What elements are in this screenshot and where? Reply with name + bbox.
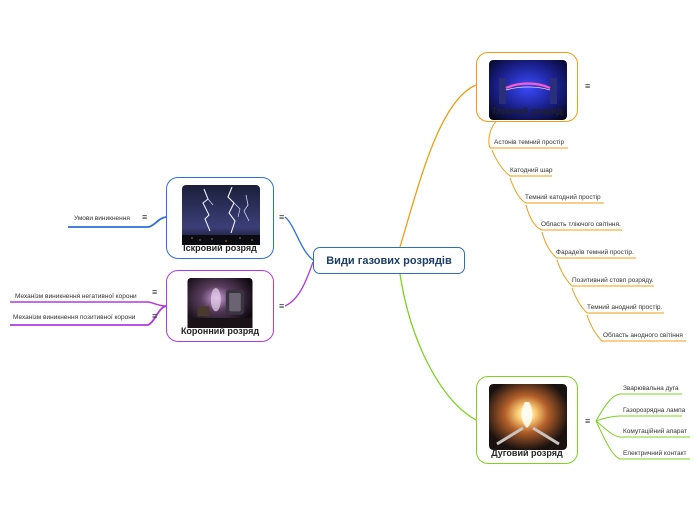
glow-item-2[interactable]: Катодний шар: [510, 167, 553, 174]
corona-discharge-image: [187, 278, 253, 328]
glow-item-6[interactable]: Позитивний стовп розряду.: [572, 277, 654, 284]
glow-item-1[interactable]: Астонів темний простір: [494, 139, 565, 146]
corona-item-1[interactable]: Механізм виникнення негативної корони: [15, 293, 137, 300]
spark-item-1[interactable]: Умови виникнення: [74, 215, 130, 222]
topic-spark-discharge-label: Іскровий розряд: [183, 243, 257, 253]
arc-item-3[interactable]: Комутаційний апарат: [623, 428, 687, 435]
topic-glow-discharge-label: Тліючий розряд: [491, 106, 563, 116]
glow-notes-icon[interactable]: ≡: [585, 81, 591, 91]
topic-spark-discharge[interactable]: Іскровий розряд: [166, 177, 274, 259]
arc-discharge-image: [489, 384, 567, 450]
arc-notes-icon[interactable]: ≡: [585, 416, 591, 426]
arc-item-4[interactable]: Електричний контакт: [623, 450, 687, 457]
spark-item-1-notes-icon[interactable]: ≡: [142, 212, 148, 222]
topic-corona-discharge[interactable]: Коронний розряд: [166, 270, 274, 342]
spark-notes-icon[interactable]: ≡: [279, 212, 285, 222]
glow-item-8[interactable]: Область анодного світіння: [603, 332, 683, 339]
central-topic-label: Види газових розрядів: [326, 254, 452, 267]
topic-arc-discharge[interactable]: Дуговий розряд: [476, 376, 578, 464]
glow-item-5[interactable]: Фарадеїв темний простір.: [556, 249, 634, 256]
topic-arc-discharge-label: Дуговий розряд: [491, 448, 563, 458]
glow-item-7[interactable]: Темний анодний простір.: [587, 304, 663, 311]
corona-item-2[interactable]: Механізм виникнення позитивної корони: [13, 314, 136, 321]
arc-item-2[interactable]: Газорозрядна лампа: [623, 407, 686, 414]
corona-notes-icon[interactable]: ≡: [279, 301, 285, 311]
spark-discharge-image: [182, 185, 260, 245]
glow-item-4[interactable]: Область тліючого світіння.: [541, 221, 621, 228]
glow-item-3[interactable]: Темний катодний простір: [525, 194, 601, 201]
topic-corona-discharge-label: Коронний розряд: [180, 326, 260, 336]
topic-glow-discharge[interactable]: Тліючий розряд: [476, 52, 578, 122]
corona-item-1-notes-icon[interactable]: ≡: [152, 287, 158, 297]
central-topic[interactable]: Види газових розрядів: [313, 247, 465, 274]
arc-item-1[interactable]: Зварювальна дуга: [623, 385, 679, 392]
corona-item-2-notes-icon[interactable]: ≡: [152, 311, 158, 321]
glow-discharge-image: [489, 60, 567, 120]
